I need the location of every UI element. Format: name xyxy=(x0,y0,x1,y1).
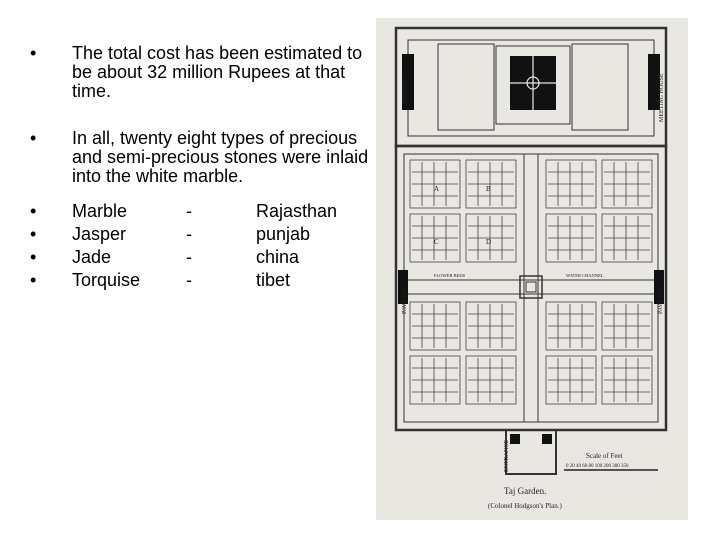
garden-plot xyxy=(545,301,597,351)
central-tank xyxy=(519,275,543,299)
garden-plot xyxy=(409,213,461,263)
stone-dash: - xyxy=(186,247,192,267)
bullet-stones: • In all, twenty eight types of precious… xyxy=(30,129,370,186)
bullet-marker: • xyxy=(30,247,37,267)
taj-garden-plan: MOSQUE MEETING HOUSE PAVILION PAVILION E… xyxy=(376,18,688,520)
plan-subcaption: (Colonel Hodgson's Plan.) xyxy=(488,502,562,510)
label-plot-b: B xyxy=(486,185,491,193)
label-entrance: ENTRANCE xyxy=(504,440,510,472)
garden-plot xyxy=(545,159,597,209)
label-flower-beds: FLOWER BEDS xyxy=(434,273,466,278)
stone-name: Torquise xyxy=(72,270,141,290)
bullet-marker: • xyxy=(30,128,37,148)
scale-ticks: 0 20 40 60 80 100 200 300 350 xyxy=(566,464,629,469)
entrance-gate xyxy=(505,429,557,475)
label-plot-a: A xyxy=(434,185,439,193)
stone-name: Jade xyxy=(72,247,112,267)
plan-caption: Taj Garden. xyxy=(504,486,546,496)
stone-name: Marble xyxy=(72,201,128,221)
plan-labels: MOSQUE MEETING HOUSE PAVILION PAVILION E… xyxy=(402,73,665,510)
plan-drawing: MOSQUE MEETING HOUSE PAVILION PAVILION E… xyxy=(394,26,668,510)
stone-name: Jasper xyxy=(72,224,127,244)
garden-plot xyxy=(465,159,517,209)
garden-plot xyxy=(601,355,653,405)
scale-title: Scale of Feet xyxy=(586,452,623,460)
stone-source: tibet xyxy=(256,270,291,290)
garden-plot xyxy=(545,213,597,263)
upper-lawn-right xyxy=(571,43,629,131)
gate-corner xyxy=(542,434,552,444)
garden-plot xyxy=(409,301,461,351)
bullet-text: In all, twenty eight types of precious a… xyxy=(72,128,369,186)
stone-row: • Jade - china xyxy=(30,248,370,271)
stone-row: • Torquise - tibet xyxy=(30,271,370,294)
label-pavilion-left: PAVILION xyxy=(402,286,408,314)
garden-plot xyxy=(465,213,517,263)
pavilion-right-block xyxy=(654,270,664,304)
label-water-channel: WATER CHANNEL xyxy=(566,273,604,278)
tomb-detail xyxy=(510,56,556,110)
label-pavilion-right: PAVILION xyxy=(658,286,664,314)
pavilion-left-block xyxy=(398,270,408,304)
mosque-block xyxy=(402,54,414,110)
bullet-marker: • xyxy=(30,270,37,290)
bullet-marker: • xyxy=(30,43,37,63)
upper-lawn-left xyxy=(437,43,495,131)
bullet-text: The total cost has been estimated to be … xyxy=(72,43,363,101)
garden-plot xyxy=(601,159,653,209)
text-content: • The total cost has been estimated to b… xyxy=(30,44,370,294)
tomb-platform xyxy=(495,45,571,125)
bullet-marker: • xyxy=(30,224,37,244)
label-mosque: MOSQUE xyxy=(402,78,408,104)
garden-plot xyxy=(409,159,461,209)
label-plot-d: D xyxy=(486,238,491,246)
stone-dash: - xyxy=(186,224,192,244)
label-meeting-house: MEETING HOUSE xyxy=(659,73,665,122)
garden-plot xyxy=(601,213,653,263)
garden-plot xyxy=(409,355,461,405)
label-plot-c: C xyxy=(434,238,439,246)
stone-row: • Marble - Rajasthan xyxy=(30,202,370,225)
meeting-house-block xyxy=(648,54,660,110)
bullet-cost: • The total cost has been estimated to b… xyxy=(30,44,370,101)
bullet-marker: • xyxy=(30,201,37,221)
garden-plot xyxy=(601,301,653,351)
stone-source: Rajasthan xyxy=(256,201,338,221)
garden-plot xyxy=(465,301,517,351)
stone-dash: - xyxy=(186,201,192,221)
garden-plot xyxy=(465,355,517,405)
central-fountain xyxy=(525,281,537,293)
gate-corner xyxy=(510,434,520,444)
stone-dash: - xyxy=(186,270,192,290)
garden-inner xyxy=(403,153,659,423)
stone-row: • Jasper - punjab xyxy=(30,225,370,248)
stone-source: china xyxy=(256,247,300,267)
garden-plot xyxy=(545,355,597,405)
stone-source: punjab xyxy=(256,224,311,244)
garden-plots xyxy=(409,159,653,405)
